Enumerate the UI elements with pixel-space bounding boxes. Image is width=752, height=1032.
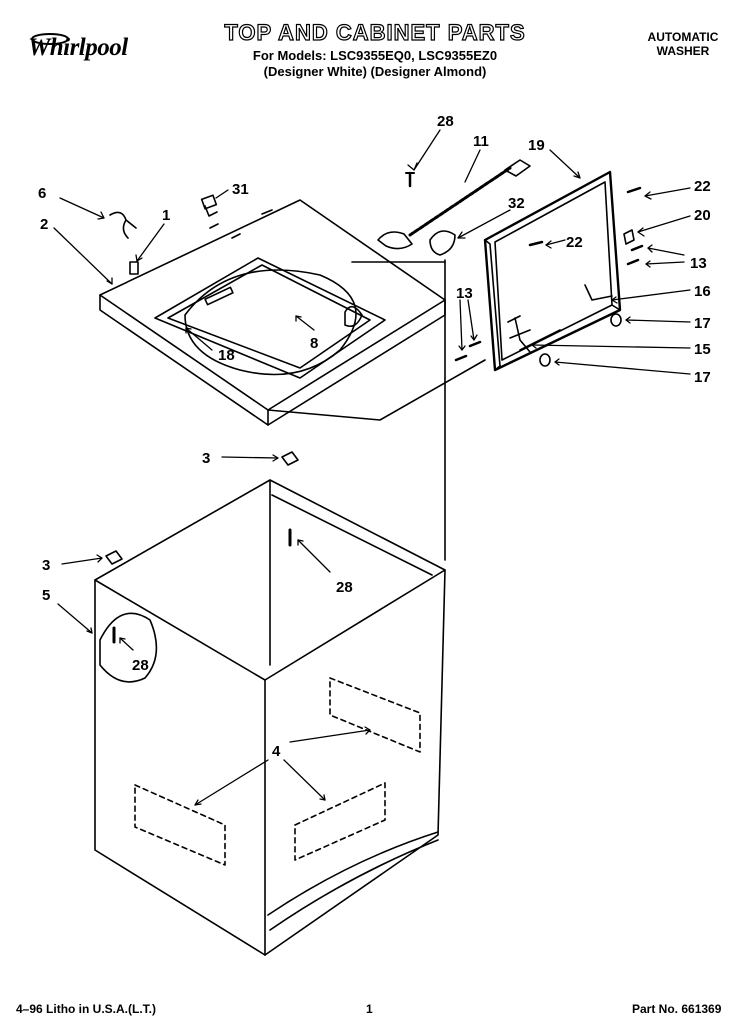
callout-2: 2 xyxy=(40,216,48,233)
callout-4: 4 xyxy=(272,743,281,760)
washer-lid-19 xyxy=(483,170,622,372)
callout-13-left: 13 xyxy=(456,285,473,302)
callout-17-upper: 17 xyxy=(694,315,711,332)
callout-13-right: 13 xyxy=(690,255,707,272)
part-panels-4 xyxy=(134,677,421,866)
product-line-2: WASHER xyxy=(656,44,710,58)
callout-31: 31 xyxy=(232,181,249,198)
page-title: TOP AND CABINET PARTS xyxy=(224,19,526,45)
part-number: Part No. 661369 xyxy=(632,1002,722,1016)
callout-6: 6 xyxy=(38,185,46,202)
part-32 xyxy=(429,230,456,256)
part-screws-13 xyxy=(454,244,644,362)
part-harness-11 xyxy=(377,159,531,250)
callout-16: 16 xyxy=(694,283,711,300)
part-5 xyxy=(99,612,158,683)
part-bracket-31 xyxy=(200,194,218,217)
callout-11: 11 xyxy=(473,133,489,150)
part-screw-28-top xyxy=(405,171,415,188)
part-clip-6 xyxy=(109,211,137,239)
guide-line-3 xyxy=(267,359,486,421)
litho-note: 4–96 Litho in U.S.A.(L.T.) xyxy=(16,1002,157,1016)
callout-28-side: 28 xyxy=(132,657,149,674)
leader-lines xyxy=(53,129,691,806)
callout-28-top: 28 xyxy=(437,113,454,130)
callout-32: 32 xyxy=(508,195,525,212)
callout-20: 20 xyxy=(694,207,711,224)
brand-name: Whirlpool xyxy=(28,34,128,61)
callout-17-lower: 17 xyxy=(694,369,711,386)
washer-cabinet xyxy=(94,479,446,956)
callout-22-lid: 22 xyxy=(566,234,583,251)
logo-mark xyxy=(31,33,69,45)
part-1 xyxy=(129,261,139,275)
part-hinge-pins-22 xyxy=(528,186,642,247)
callout-28-cabinet: 28 xyxy=(336,579,353,596)
product-type: AUTOMATIC WASHER xyxy=(628,30,738,58)
callout-18: 18 xyxy=(218,347,235,364)
whirlpool-logo: Whirlpool xyxy=(14,30,148,70)
callout-5: 5 xyxy=(42,587,50,604)
part-16 xyxy=(584,284,613,301)
finish-variants: (Designer White) (Designer Almond) xyxy=(263,64,487,79)
callout-22-top: 22 xyxy=(694,178,711,195)
callout-3-upper: 3 xyxy=(202,450,210,467)
page-number: 1 xyxy=(366,1002,373,1016)
callout-1: 1 xyxy=(162,207,170,224)
part-20 xyxy=(623,229,635,245)
part-15 xyxy=(514,317,531,353)
callout-3-lower: 3 xyxy=(42,557,50,574)
callout-19: 19 xyxy=(528,137,545,154)
washer-top-panel xyxy=(99,199,446,426)
model-numbers: For Models: LSC9355EQ0, LSC9355EZ0 xyxy=(252,48,498,63)
part-bumpers-17 xyxy=(539,313,622,367)
callout-15: 15 xyxy=(694,341,711,358)
part-clips-3 xyxy=(105,451,299,565)
callout-8: 8 xyxy=(310,335,318,352)
product-line-1: AUTOMATIC xyxy=(647,30,719,44)
part-screws-28-cabinet xyxy=(112,528,292,644)
